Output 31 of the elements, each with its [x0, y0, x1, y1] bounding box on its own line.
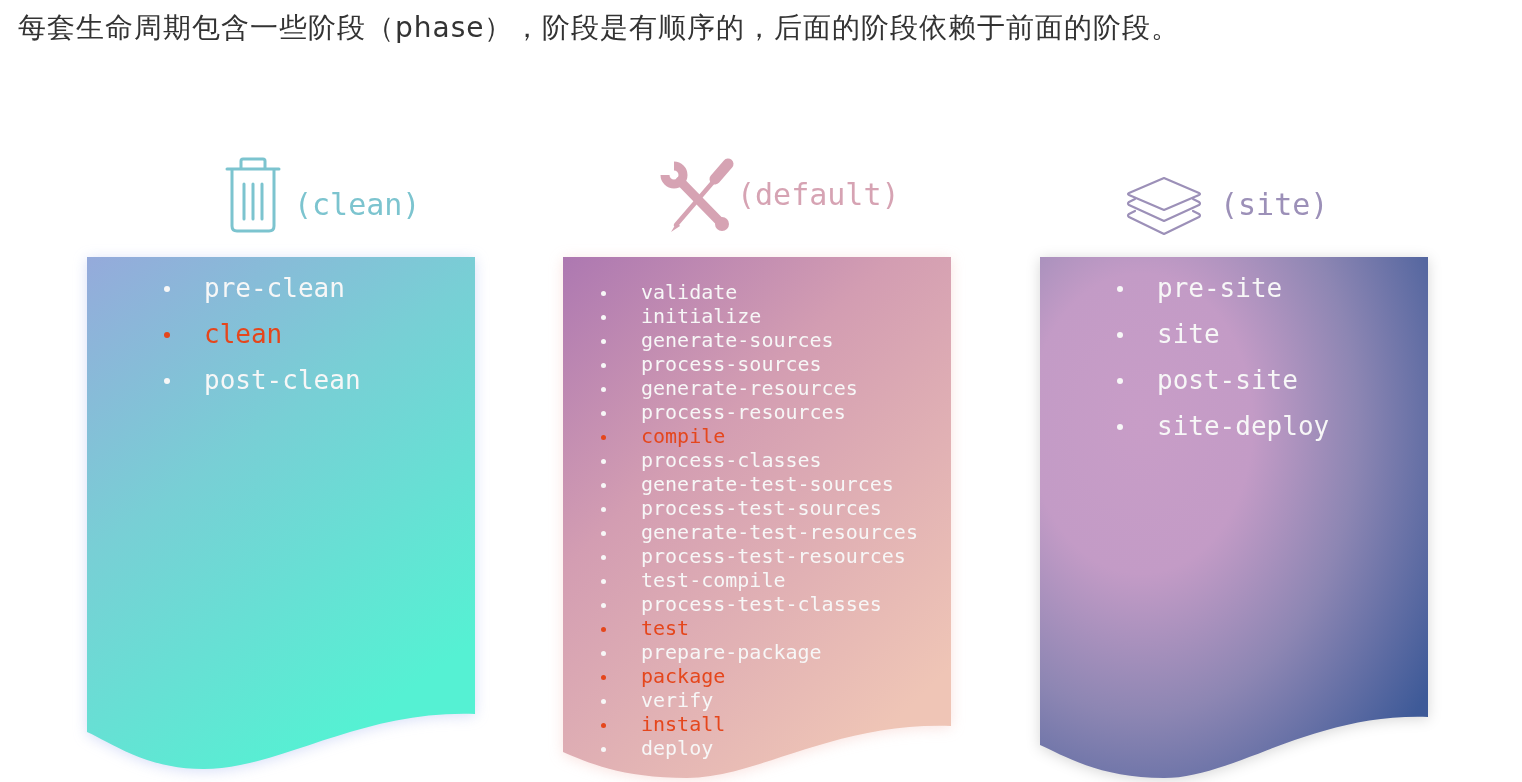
page-title: 每套生命周期包含一些阶段（phase），阶段是有顺序的，后面的阶段依赖于前面的阶段。 — [18, 10, 1181, 46]
phase-name: clean — [204, 318, 283, 350]
phase-name: test — [641, 616, 690, 640]
phase-name: process-classes — [641, 448, 822, 472]
phase-name: deploy — [641, 736, 714, 760]
phase-name: generate-test-sources — [641, 472, 894, 496]
phase-name: package — [641, 664, 726, 688]
lifecycle-name: (site) — [1220, 188, 1329, 222]
phase-name: pre-site — [1157, 272, 1283, 304]
phase-name: generate-test-resources — [641, 520, 918, 544]
phase-name: compile — [641, 424, 726, 448]
lifecycle-name: (default) — [737, 178, 900, 212]
phase-name: site-deploy — [1157, 410, 1330, 442]
phase-name: prepare-package — [641, 640, 822, 664]
phase-name: verify — [641, 688, 714, 712]
phase-name: validate — [641, 280, 738, 304]
phase-name: generate-resources — [641, 376, 858, 400]
phase-name: generate-sources — [641, 328, 834, 352]
phase-name: test-compile — [641, 568, 786, 592]
phase-name: pre-clean — [204, 272, 345, 304]
phase-name: initialize — [641, 304, 762, 328]
phase-name: post-clean — [204, 364, 361, 396]
phase-name: install — [641, 712, 726, 736]
phase-name: site — [1157, 318, 1220, 350]
phase-name: process-test-classes — [641, 592, 882, 616]
phase-name: post-site — [1157, 364, 1298, 396]
lifecycle-name: (clean) — [294, 188, 421, 222]
phase-name: process-test-resources — [641, 544, 906, 568]
phase-name: process-sources — [641, 352, 822, 376]
phase-name: process-resources — [641, 400, 846, 424]
phase-name: process-test-sources — [641, 496, 882, 520]
